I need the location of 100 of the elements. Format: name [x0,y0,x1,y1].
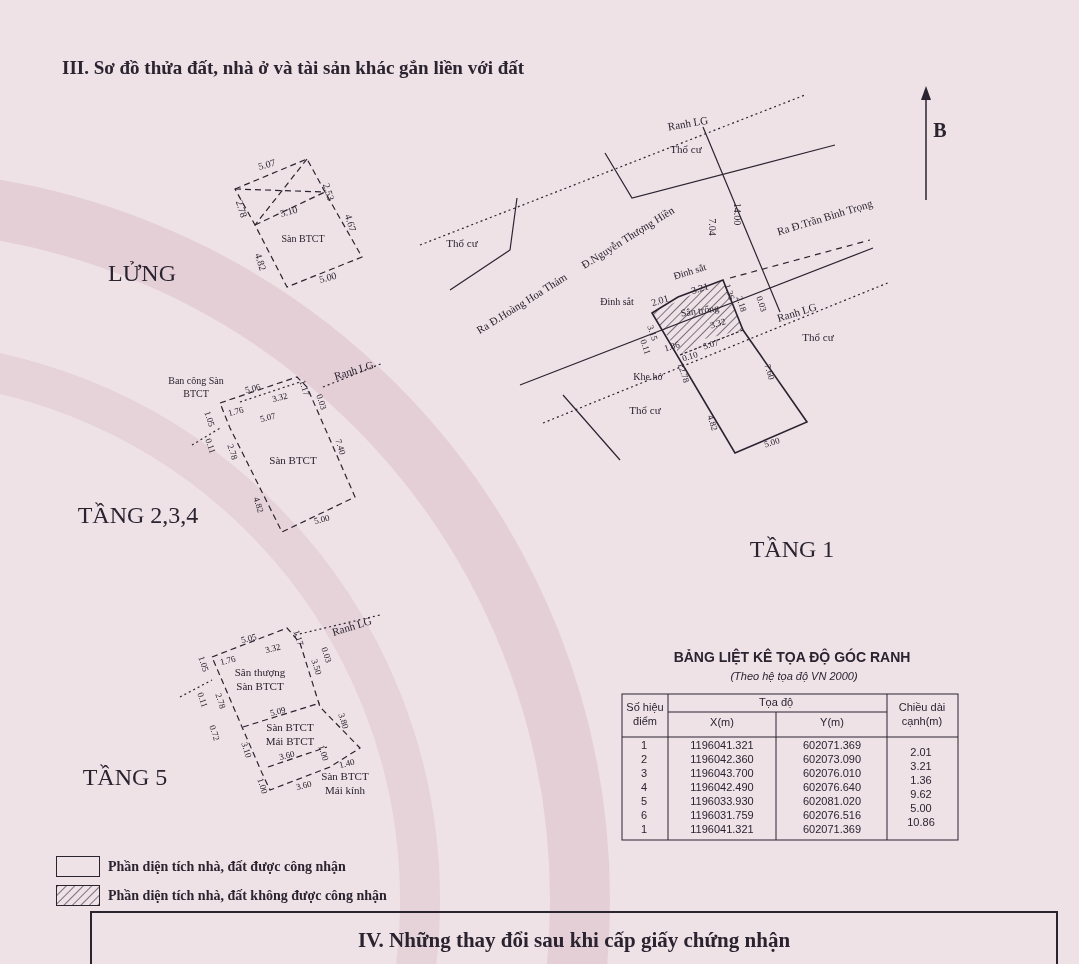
dimension-label: 5.07 [258,410,278,426]
dimension-label: 2.18 [734,294,749,314]
dimension-label: 5.05 [239,631,259,647]
dimension-label: 1.00 [315,743,331,763]
table-cell-text: Số hiệu điểm [625,701,665,729]
area-label: Thổ cư [446,237,478,251]
table-cell: 1196033.930 [690,795,754,809]
dimension-label: 3.21 [689,280,711,298]
area-label: Sàn BTCT Mái BTCT [264,721,316,749]
table-cell-text: Chiều dài cạnh(m) [897,701,947,729]
dimension-label: 5.06 [243,381,263,397]
dimension-label: 7.60 [761,362,777,382]
dimension-label: 4.82 [251,251,269,273]
dimension-label: 1.86 [662,339,682,355]
table-cell: 5 [640,795,648,809]
legend-text: Phần diện tích nhà, đất được công nhận [108,858,346,876]
table-cell: 602073.090 [802,753,862,767]
dimension-label: 3.32 [708,316,728,332]
table-cell: 1196042.360 [690,753,754,767]
table-subtitle: (Theo hệ tọa độ VN 2000) [730,670,858,684]
dimension-label: 2.78 [232,198,250,220]
dimension-label: 4.82 [250,495,266,515]
dimension-label: 5.09 [268,704,288,720]
dimension-label: 2.78 [224,442,240,462]
area-label: Thổ cư [670,143,702,157]
table-cell: 602081.020 [802,795,862,809]
section-heading: TẦNG 1 [749,535,835,564]
table-cell: 1196043.700 [690,767,754,781]
table-cell: 1196042.490 [690,781,754,795]
dimension-label: 0.10 [680,349,700,364]
dimension-label: 1.17 [296,378,312,398]
dimension-label: 14.00 [731,202,744,226]
dimension-label: 4.82 [704,413,720,433]
table-cell: Y(m) [820,716,844,730]
area-label: Thổ cư [629,404,661,418]
table-title: BẢNG LIỆT KÊ TỌA ĐỘ GÓC RANH [673,649,911,667]
dimension-label: 1.05 [195,654,211,674]
section-heading: TẦNG 5 [82,763,168,792]
dimension-label: 2.78 [212,691,228,711]
table-cell: 1196031.759 [690,809,754,823]
dimension-label: 3.32 [270,390,290,406]
table-cell: 9.62 [910,788,932,802]
area-label: Sàn BTCT Mái kính [320,770,370,798]
table-cell: 1.36 [910,774,932,788]
area-label: Đinh sắt [672,261,708,283]
table-cell: 3 [640,767,648,781]
road-label: Ra Đ.Trần Bình Trọng [775,196,875,240]
dimension-label: 12.78 [674,361,692,385]
dimension-label: 3.60 [277,748,297,764]
section-heading: TẦNG 2,3,4 [77,501,199,530]
dimension-label: 5.07 [701,337,721,353]
section-heading: IV. Những thay đổi sau khi cấp giấy chứng nhận [357,927,791,954]
dimension-label: 1.76 [218,653,238,669]
dimension-label: 5.00 [762,435,782,451]
area-label: Ranh LG [666,113,710,135]
area-label: Ban công Sàn BTCT [168,374,224,400]
dimension-label: 0.11 [202,436,218,456]
area-label: Ranh LG [332,358,376,384]
section-heading: LỬNG [108,259,176,288]
dimension-label: 1.00 [254,776,270,796]
dimension-label: 0.72 [206,723,222,743]
dimension-label: 5.10 [278,203,300,221]
area-label: Thổ cư [802,331,834,345]
table-cell: 602071.369 [802,823,862,837]
area-label: Sàn BTCT [281,232,325,246]
area-label: Sân thượng Sàn BTCT [233,666,287,694]
table-cell: 602076.516 [802,809,862,823]
area-label: Ranh LG [775,300,819,326]
dimension-label: 0.11 [194,690,210,710]
table-cell: 5.00 [910,802,932,816]
table-cell: 602076.640 [802,781,862,795]
dimension-label: 2.01 [649,292,671,310]
table-cell: 2 [640,753,648,767]
dimension-label: 4.67 [341,212,359,234]
table-cell: 4 [640,781,648,795]
section-box [90,911,1058,964]
dimension-label: 2.53 [319,181,337,203]
legend-text: Phần diện tích nhà, đất không được công nhận [108,887,387,905]
dimension-label: 5.00 [317,269,339,287]
dimension-label: 5.07 [256,156,278,174]
dimension-label: 3.32 [263,641,283,657]
dimension-label: 3.80 [335,711,351,731]
table-cell: Tọa độ [758,696,794,710]
page-title: III. Sơ đồ thửa đất, nhà ở và tài sản khác gắn liền với đất [62,56,525,80]
area-label: Khe hở [633,370,663,384]
table-cell: X(m) [710,716,734,730]
dimension-label: 1.05 [201,409,217,429]
dimension-label: 7.04 [706,218,719,236]
area-label: Ranh LG [330,614,374,640]
dimension-label: 0.03 [313,392,329,412]
table-cell: 1 [640,823,648,837]
table-cell: 602071.369 [802,739,862,753]
dimension-label: 3.10 [238,740,254,760]
table-cell: 2.01 [910,746,932,760]
table-cell: 1196041.321 [690,739,754,753]
north-label: B [933,117,947,143]
area-label: Đinh sắt [600,295,634,309]
table-cell: 1 [640,739,648,753]
table-cell: 1196041.321 [690,823,754,837]
table-cell: 6 [640,809,648,823]
